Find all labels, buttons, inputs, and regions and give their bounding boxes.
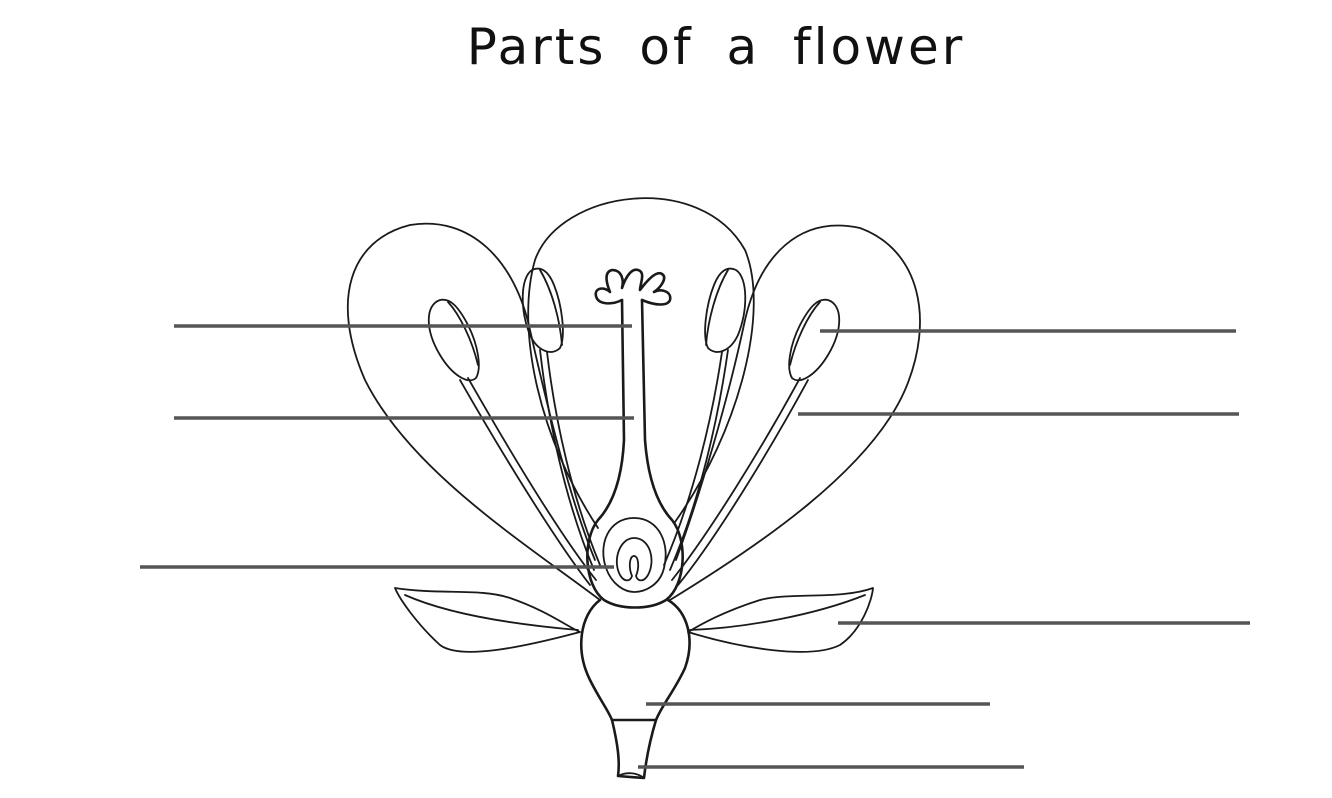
left-inner-anther-inner [539, 269, 563, 346]
right-sepal-vein [689, 594, 866, 631]
left-outer-filament-2 [467, 377, 597, 581]
left-inner-filament-2 [546, 351, 601, 566]
left-outer-filament [459, 379, 591, 586]
right-outer-filament [677, 379, 809, 586]
stigma [594, 268, 672, 306]
worksheet-title: Parts of a flower [466, 18, 966, 76]
ovary [586, 298, 684, 609]
right-outer-anther-inner [789, 301, 821, 366]
right-petal [669, 224, 921, 601]
ovule [615, 537, 653, 582]
stem-base [617, 772, 645, 779]
receptacle [579, 598, 691, 722]
left-sepal-vein [404, 594, 579, 631]
left-inner-filament [539, 349, 595, 571]
right-inner-anther [704, 267, 747, 353]
right-sepal [687, 587, 874, 653]
back-petal [527, 197, 755, 529]
right-inner-anther-inner [705, 269, 729, 346]
right-inner-filament-2 [663, 351, 723, 566]
left-petal [346, 222, 601, 601]
right-inner-filament [669, 349, 729, 571]
right-outer-anther [788, 298, 841, 382]
stem [610, 718, 658, 780]
left-inner-anther [521, 267, 564, 353]
left-outer-anther [427, 298, 480, 382]
left-sepal [394, 587, 581, 653]
ovary-chamber [602, 517, 667, 593]
right-outer-filament-2 [671, 377, 801, 581]
left-outer-anther-inner [447, 301, 479, 366]
